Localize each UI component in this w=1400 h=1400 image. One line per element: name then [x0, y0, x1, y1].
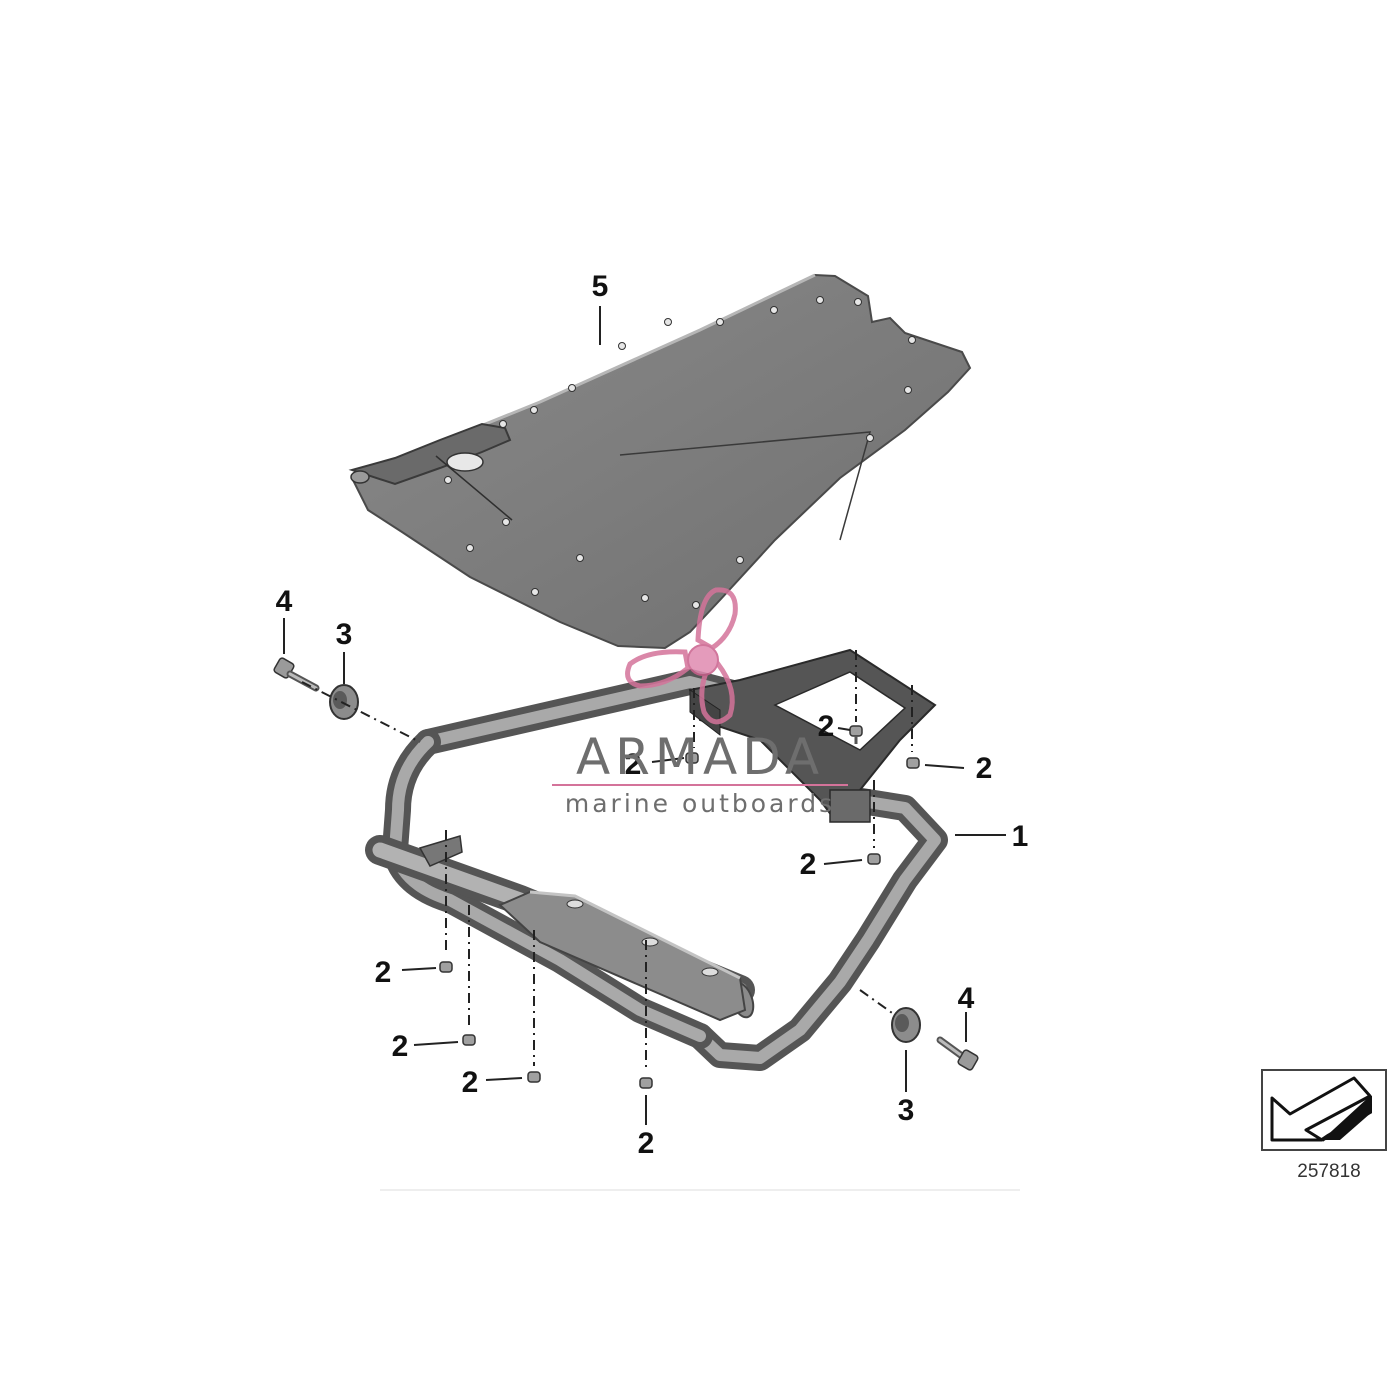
watermark: ARMADA marine outboards	[552, 587, 848, 818]
orientation-arrow-icon	[1261, 1069, 1387, 1151]
base-plate	[348, 273, 972, 650]
screw	[906, 757, 920, 769]
callout-4-upper: 4	[276, 585, 293, 618]
callout-2-left-2: 2	[392, 1030, 409, 1063]
screw	[867, 853, 881, 865]
callout-labels: 5 4 3 1 2 2 2 2 2 2 2 2 4 3	[276, 270, 1029, 1160]
callout-2-left-3: 2	[462, 1066, 479, 1099]
callout-2-mid-right: 2	[800, 848, 817, 881]
bolt-lower	[936, 1036, 979, 1071]
callout-1: 1	[1012, 820, 1029, 853]
bolt-upper	[273, 657, 320, 692]
lower-bracket	[418, 835, 747, 1022]
callout-4-lower: 4	[958, 982, 975, 1015]
callout-2-right: 2	[976, 752, 993, 785]
screw	[527, 1071, 541, 1083]
screw	[462, 1034, 476, 1046]
leader-lines	[283, 306, 1006, 1125]
grommet-upper	[329, 684, 359, 720]
watermark-tagline: marine outboards	[565, 789, 835, 818]
callout-3-lower: 3	[898, 1094, 915, 1127]
screw	[849, 725, 863, 744]
diagram-number: 257818	[1297, 1161, 1360, 1182]
screw	[685, 752, 699, 764]
callout-5: 5	[592, 270, 609, 303]
screws	[439, 725, 920, 1089]
watermark-brand: ARMADA	[576, 728, 824, 786]
callout-2-center: 2	[625, 748, 642, 781]
callout-2-bottom: 2	[638, 1127, 655, 1160]
screw	[639, 1077, 653, 1089]
callout-3-upper: 3	[336, 618, 353, 651]
screw	[439, 961, 453, 973]
callout-2-left-1: 2	[375, 956, 392, 989]
grommet-lower	[891, 1007, 921, 1043]
callout-2-bracket: 2	[818, 710, 835, 743]
propeller-logo	[625, 587, 738, 725]
